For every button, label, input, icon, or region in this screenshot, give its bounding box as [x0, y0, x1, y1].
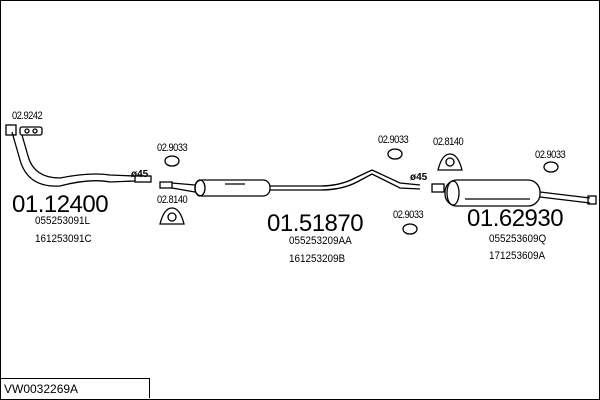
ring-part-number: 02.9033	[393, 209, 424, 221]
ring-icon	[387, 148, 403, 160]
ring-icon	[402, 223, 418, 235]
diameter-label: ø45	[410, 172, 428, 183]
diameter-label: ø45	[131, 169, 149, 180]
tailpipe	[539, 191, 591, 204]
bracket-part-number: 02.8140	[433, 136, 464, 148]
diagram-id-label: VW0032269A	[0, 378, 150, 398]
ring-part-number: 02.9033	[535, 149, 566, 161]
clamp-icon	[19, 126, 43, 136]
clamp-part-number: 02.9242	[12, 110, 43, 122]
oem-ref: 055253609Q	[489, 233, 547, 245]
ring-part-number: 02.9033	[378, 134, 409, 146]
mid-pipe-start	[159, 181, 173, 189]
front-pipe-end	[134, 175, 152, 183]
middle-silencer	[194, 179, 271, 197]
front-flange	[5, 124, 17, 136]
oem-ref: 171253609A	[489, 250, 546, 262]
ring-icon	[164, 155, 180, 167]
oem-ref: 161253091C	[35, 233, 92, 245]
front-pipe	[11, 131, 136, 187]
part-number: 01.51870	[267, 210, 364, 237]
part-number: 01.12400	[12, 191, 109, 218]
part-number: 01.62930	[467, 205, 564, 232]
mid-pipe	[270, 169, 421, 187]
rear-muffler-inlet	[431, 183, 445, 193]
oem-ref: 161253209B	[289, 253, 346, 265]
oem-ref: 055253091L	[35, 215, 91, 227]
rear-muffler	[444, 179, 541, 207]
bracket-part-number: 02.8140	[157, 194, 188, 206]
ring-icon	[543, 161, 559, 173]
ring-part-number: 02.9033	[157, 142, 188, 154]
oem-ref: 055253209AA	[289, 235, 352, 247]
